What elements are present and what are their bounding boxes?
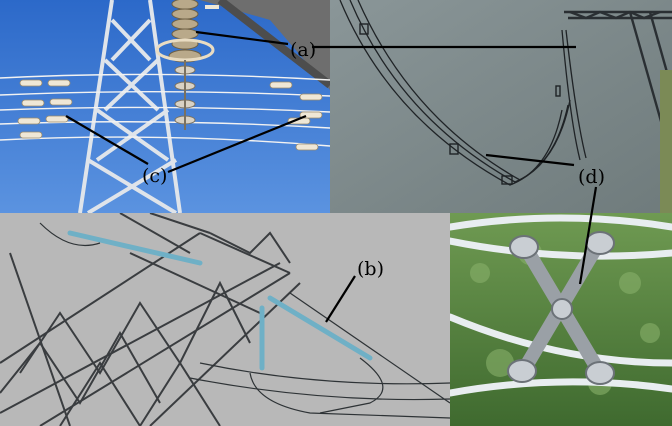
photo-spacer-damper-closeup-svg [450,213,672,426]
photo-composite-insulators [0,213,450,426]
callout-label-a: (a) [290,39,317,61]
callout-label-c: (c) [142,165,168,187]
photo-spacer-damper-closeup [450,213,672,426]
photo-composite-insulators-svg [0,213,450,426]
photo-conductor-sag-overcast-svg [330,0,672,213]
callout-label-d: (d) [578,166,605,188]
callout-label-b: (b) [357,258,384,280]
photo-conductor-sag-overcast [330,0,672,213]
